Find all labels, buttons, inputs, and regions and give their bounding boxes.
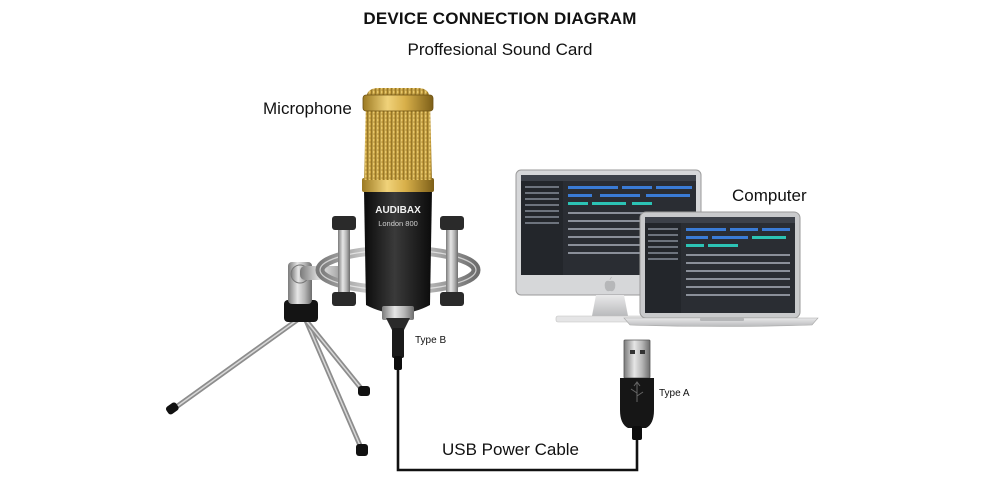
type-b-connector: [392, 328, 404, 370]
computer-label: Computer: [732, 186, 807, 205]
microphone-body: AUDIBAX London 800: [362, 88, 434, 330]
usb-cable-line: [396, 370, 639, 472]
type-a-connector: [620, 339, 654, 440]
diagram-subtitle: Proffesional Sound Card: [407, 40, 593, 59]
apple-logo-icon: [604, 276, 616, 292]
laptop-computer: [623, 211, 819, 327]
type-a-label: Type A: [659, 388, 690, 399]
mic-brand-text: AUDIBAX: [375, 205, 421, 216]
diagram-title: DEVICE CONNECTION DIAGRAM: [363, 9, 637, 28]
mic-model-text: London 800: [378, 219, 418, 228]
type-b-label: Type B: [415, 335, 447, 346]
microphone-label: Microphone: [263, 99, 352, 118]
usb-cable-label: USB Power Cable: [442, 440, 580, 459]
tripod-stand: [165, 262, 370, 456]
